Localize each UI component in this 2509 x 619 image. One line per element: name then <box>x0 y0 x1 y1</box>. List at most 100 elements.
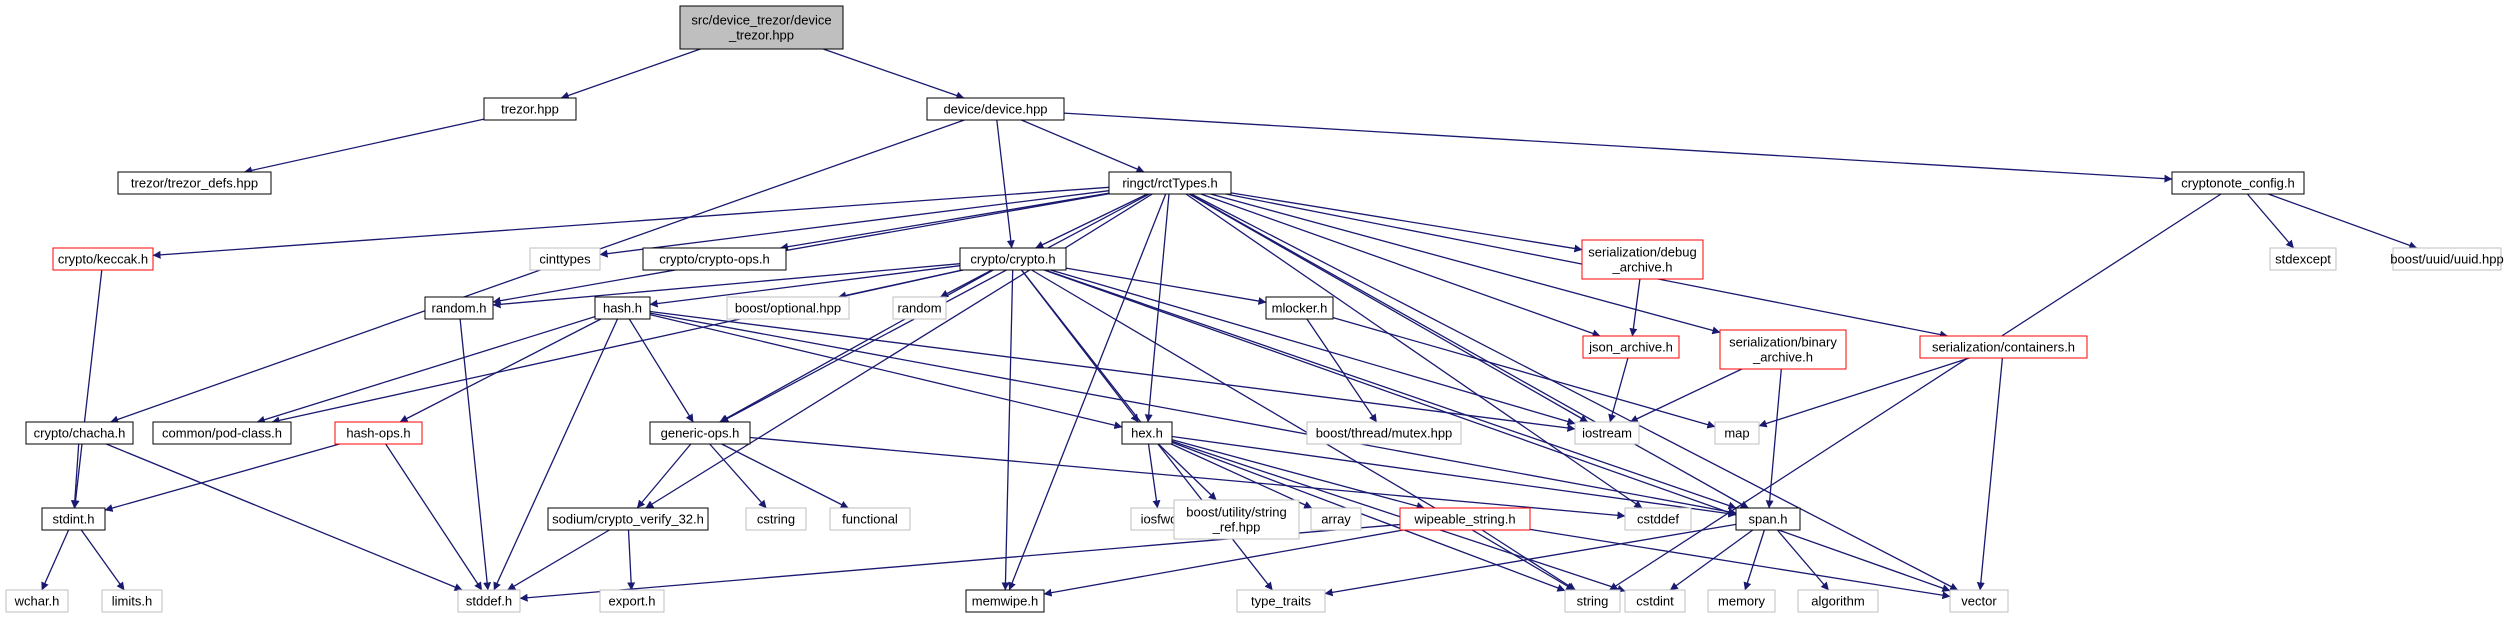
node-label: src/device_trezor/device <box>691 13 831 28</box>
node-label: _archive.h <box>1752 350 1813 365</box>
edge-root-to-device <box>822 48 965 100</box>
node-cstdint: cstdint <box>1624 589 1686 613</box>
node-string: string <box>1564 589 1621 613</box>
node-box <box>1310 507 1362 531</box>
node-crypto_ops[interactable]: crypto/crypto-ops.h <box>642 247 787 271</box>
edge-hex-to-string_ref <box>1157 443 1217 501</box>
node-label: trezor/trezor_defs.hpp <box>131 176 258 191</box>
node-root[interactable]: src/device_trezor/device_trezor.hpp <box>679 5 844 50</box>
node-vector: vector <box>1949 589 2009 613</box>
edge-hex-to-array <box>1170 443 1313 509</box>
node-hex[interactable]: hex.h <box>1121 421 1173 445</box>
edge-generic_ops-to-functional <box>721 443 849 509</box>
node-mlocker[interactable]: mlocker.h <box>1265 296 1334 320</box>
edge-device-to-rctTypes <box>1021 119 1145 173</box>
node-sodium_verify[interactable]: sodium/crypto_verify_32.h <box>547 507 709 531</box>
node-string_ref: boost/utility/string_ref.hpp <box>1173 499 1300 540</box>
node-trezor_defs[interactable]: trezor/trezor_defs.hpp <box>117 171 272 195</box>
node-box <box>101 589 163 613</box>
node-binary_archive[interactable]: serialization/binary_archive.h <box>1719 329 1847 370</box>
node-box <box>892 296 947 320</box>
edge-hash-to-hash_ops <box>399 318 602 423</box>
edge-rctTypes-to-cinttypes <box>599 190 1110 258</box>
node-box <box>1582 335 1680 359</box>
node-random_h[interactable]: random.h <box>424 296 494 320</box>
edge-containers-to-vector <box>1976 357 2004 591</box>
node-box <box>679 5 844 50</box>
node-label: memwipe.h <box>972 594 1038 609</box>
node-cryptonote_config[interactable]: cryptonote_config.h <box>2171 171 2305 195</box>
edge-chacha-to-stdint <box>70 443 80 509</box>
edge-cryptonote_config-to-stdexcept <box>2246 193 2295 249</box>
node-wipeable_string[interactable]: wipeable_string.h <box>1399 507 1531 531</box>
edge-crypto-to-random_h <box>492 263 961 309</box>
node-memory: memory <box>1707 589 1776 613</box>
edge-span-to-cstdint <box>1669 529 1754 591</box>
edge-cryptonote_config-to-boost_uuid <box>2268 193 2418 250</box>
node-label: export.h <box>609 594 656 609</box>
node-stdint[interactable]: stdint.h <box>41 507 106 531</box>
node-wchar: wchar.h <box>5 589 69 613</box>
edge-crypto-to-memwipe <box>1001 269 1014 591</box>
node-label: crypto/crypto-ops.h <box>659 252 770 267</box>
edge-rctTypes-to-debug_archive <box>1230 192 1583 253</box>
edge-rctTypes-to-vector <box>1191 193 1959 591</box>
node-span[interactable]: span.h <box>1735 507 1801 531</box>
node-pod_class[interactable]: common/pod-class.h <box>152 421 292 445</box>
node-box <box>1121 421 1173 445</box>
node-box <box>745 507 807 531</box>
node-debug_archive[interactable]: serialization/debug_archive.h <box>1581 239 1704 280</box>
node-box <box>1108 171 1232 195</box>
node-box <box>1707 589 1776 613</box>
node-box <box>642 247 787 271</box>
edge-cryptonote_config-to-string <box>1609 193 2222 591</box>
edge-json_archive-to-iostream <box>1608 357 1629 423</box>
node-cstring: cstring <box>745 507 807 531</box>
edge-crypto-to-hash <box>649 265 961 308</box>
edge-hex-to-cstdint <box>1171 440 1626 593</box>
node-json_archive[interactable]: json_archive.h <box>1582 335 1680 359</box>
node-box <box>457 589 521 613</box>
node-box <box>1236 589 1326 613</box>
node-box <box>594 296 651 320</box>
edge-rctTypes-to-crypto_ops <box>780 192 1110 251</box>
node-algorithm: algorithm <box>1797 589 1879 613</box>
node-memwipe[interactable]: memwipe.h <box>965 589 1045 613</box>
node-generic_ops[interactable]: generic-ops.h <box>649 421 751 445</box>
node-array: array <box>1310 507 1362 531</box>
node-label: cstring <box>757 512 795 527</box>
node-label: boost/thread/mutex.hpp <box>1316 426 1453 441</box>
node-trezor[interactable]: trezor.hpp <box>483 97 577 121</box>
node-chacha[interactable]: crypto/chacha.h <box>25 421 134 445</box>
edge-span-to-memory <box>1743 529 1766 591</box>
node-label: random.h <box>432 301 487 316</box>
node-containers[interactable]: serialization/containers.h <box>1919 335 2088 359</box>
node-box <box>1173 499 1300 540</box>
edge-wipeable_string-to-memwipe <box>1043 529 1404 597</box>
node-box <box>152 421 292 445</box>
node-label: map <box>1724 426 1749 441</box>
node-label: crypto/keccak.h <box>58 252 148 267</box>
node-rctTypes[interactable]: ringct/rctTypes.h <box>1108 171 1232 195</box>
node-hash[interactable]: hash.h <box>594 296 651 320</box>
node-hash_ops[interactable]: hash-ops.h <box>334 421 423 445</box>
node-crypto[interactable]: crypto/crypto.h <box>959 247 1067 271</box>
node-boost_mutex: boost/thread/mutex.hpp <box>1306 421 1462 445</box>
node-box <box>1574 421 1640 445</box>
node-device[interactable]: device/device.hpp <box>926 97 1065 121</box>
edge-crypto-to-string <box>1031 269 1575 591</box>
edge-hex-to-iosfwd <box>1147 443 1161 509</box>
edge-wipeable_string-to-vector <box>1529 528 1951 600</box>
edge-rctTypes-to-json_archive <box>1200 193 1601 338</box>
node-label: trezor.hpp <box>501 102 559 117</box>
node-label: memory <box>1718 594 1765 609</box>
node-box <box>547 507 709 531</box>
node-label: hex.h <box>1131 426 1163 441</box>
node-box <box>1919 335 2088 359</box>
node-label: functional <box>842 512 898 527</box>
edge-crypto-to-span <box>1044 269 1737 510</box>
node-functional: functional <box>829 507 911 531</box>
node-keccak[interactable]: crypto/keccak.h <box>52 247 154 271</box>
node-label: serialization/containers.h <box>1932 340 2075 355</box>
